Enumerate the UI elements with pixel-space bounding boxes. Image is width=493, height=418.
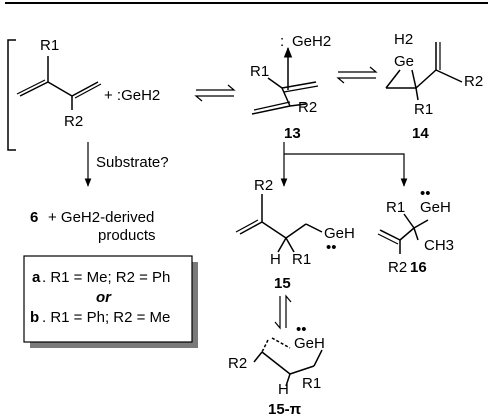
germylene-15-geh: GeH — [324, 225, 355, 242]
germylene-16-structure — [377, 213, 429, 254]
germylene-15-structure — [235, 194, 323, 253]
germylene-15-r2: R2 — [254, 177, 273, 194]
reactant-r2: R2 — [64, 113, 83, 130]
box-or: or — [96, 289, 112, 306]
substituent-box — [23, 255, 193, 343]
compound-15-label: 15 — [274, 275, 291, 292]
box-b-text: . R1 = Ph; R2 = Me — [42, 309, 170, 326]
compound-15pi-label: 15-π — [268, 401, 302, 418]
germylene-16-lone-pair: •• — [420, 185, 431, 202]
complex-13-structure — [251, 46, 319, 115]
equilibrium-arrow-3 — [274, 294, 292, 330]
complex-15pi-r1: R1 — [302, 375, 321, 392]
complex-13-germylene: GeH2 — [292, 33, 331, 50]
germylene-15-r1: R1 — [292, 251, 311, 268]
equilibrium-arrow-1 — [194, 84, 236, 102]
complex-15pi-r2: R2 — [228, 355, 247, 372]
products-line-1: + GeH2-derived — [48, 209, 154, 226]
germirane-14-h2: H2 — [394, 31, 413, 48]
germirane-14-structure — [385, 42, 463, 101]
germylene-15-lone-pair: •• — [326, 239, 337, 256]
box-a-text: . R1 = Me; R2 = Ph — [42, 269, 170, 286]
germylene-16-ch3: CH3 — [424, 237, 454, 254]
box-b-label: b — [30, 309, 39, 326]
germylene-15-h: H — [270, 251, 281, 268]
product-6-number: 6 — [30, 209, 38, 226]
compound-13-label: 13 — [284, 125, 301, 142]
branch-arrows — [280, 142, 408, 187]
compound-16-label: 16 — [410, 259, 427, 276]
complex-15pi-structure — [253, 337, 323, 387]
complex-15pi-lone-pair: •• — [296, 321, 307, 338]
complex-15pi-h: H — [278, 381, 289, 398]
germirane-14-r1: R1 — [414, 101, 433, 118]
left-bracket — [7, 39, 16, 151]
complex-13-r1: R1 — [250, 63, 269, 80]
complex-13-r2: R2 — [298, 99, 317, 116]
germirane-14-r2: R2 — [464, 73, 483, 90]
products-line-2: products — [98, 227, 156, 244]
compound-14-label: 14 — [412, 125, 429, 142]
complex-15pi-geh: GeH — [294, 335, 325, 352]
plus-germylene: + :GeH2 — [104, 87, 160, 104]
box-a-label: a — [32, 269, 41, 286]
germylene-16-r1: R1 — [386, 199, 405, 216]
germirane-14-ge: Ge — [394, 53, 414, 70]
diene-reactant — [16, 56, 102, 110]
substrate-question: Substrate? — [96, 154, 169, 171]
germylene-16-r2: R2 — [388, 259, 407, 276]
complex-13-lone-pair: : — [280, 33, 284, 50]
germylene-16-geh: GeH — [420, 199, 451, 216]
reactant-r1: R1 — [40, 37, 59, 54]
equilibrium-arrow-2 — [336, 66, 378, 84]
